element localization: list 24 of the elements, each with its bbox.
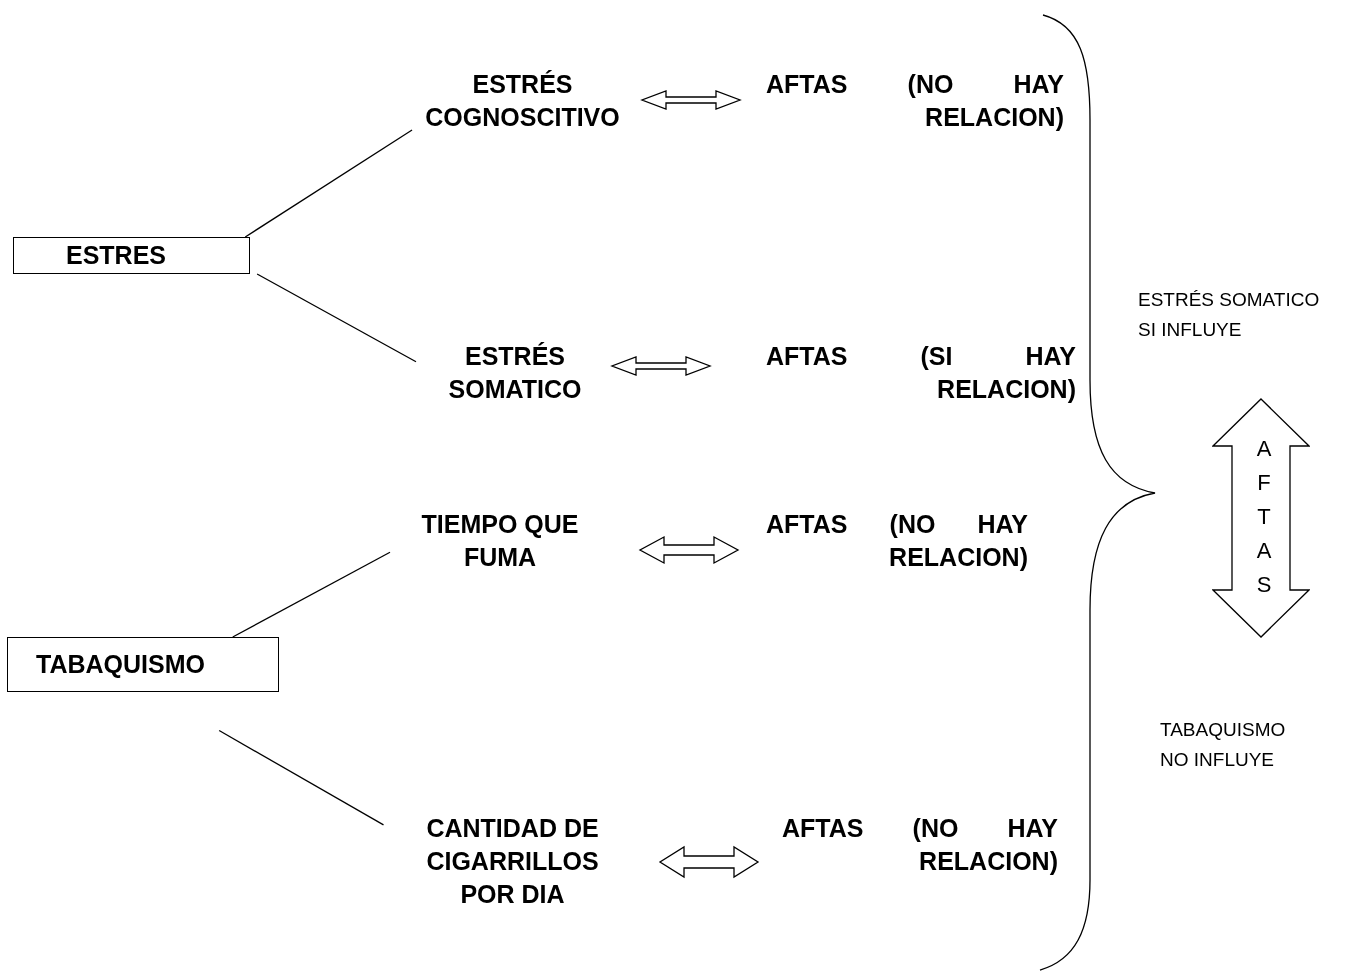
category-label: TABAQUISMO bbox=[36, 649, 205, 680]
conclusion-note: TABAQUISMO NO INFLUYE bbox=[1160, 718, 1287, 772]
factor-label: CANTIDAD DE CIGARRILLOS POR DIA bbox=[405, 812, 620, 911]
connector-line bbox=[232, 551, 391, 638]
factor-label: ESTRÉS SOMATICO bbox=[425, 340, 605, 406]
factor-label: ESTRÉS COGNOSCITIVO bbox=[405, 68, 640, 134]
double-arrow bbox=[638, 535, 740, 565]
double-arrow bbox=[658, 845, 760, 879]
connector-line bbox=[256, 273, 417, 363]
vertical-label: AFTAS bbox=[1255, 435, 1273, 599]
result-label: AFTAS (SI HAY RELACION) bbox=[766, 340, 1076, 406]
double-arrow bbox=[640, 90, 742, 110]
result-label: AFTAS (NO HAY RELACION) bbox=[782, 812, 1058, 878]
connector-line bbox=[218, 729, 385, 826]
vertical-double-arrow bbox=[1212, 398, 1310, 638]
result-label: AFTAS (NO HAY RELACION) bbox=[766, 508, 1028, 574]
factor-label: TIEMPO QUE FUMA bbox=[400, 508, 600, 574]
category-box bbox=[13, 237, 250, 274]
conclusion-note: ESTRÉS SOMATICO SI INFLUYE bbox=[1138, 288, 1321, 342]
category-box bbox=[7, 637, 279, 692]
category-label: ESTRES bbox=[66, 240, 167, 271]
result-label: AFTAS (NO HAY RELACION) bbox=[766, 68, 1064, 134]
connector-line bbox=[244, 129, 413, 238]
double-arrow bbox=[610, 356, 712, 376]
